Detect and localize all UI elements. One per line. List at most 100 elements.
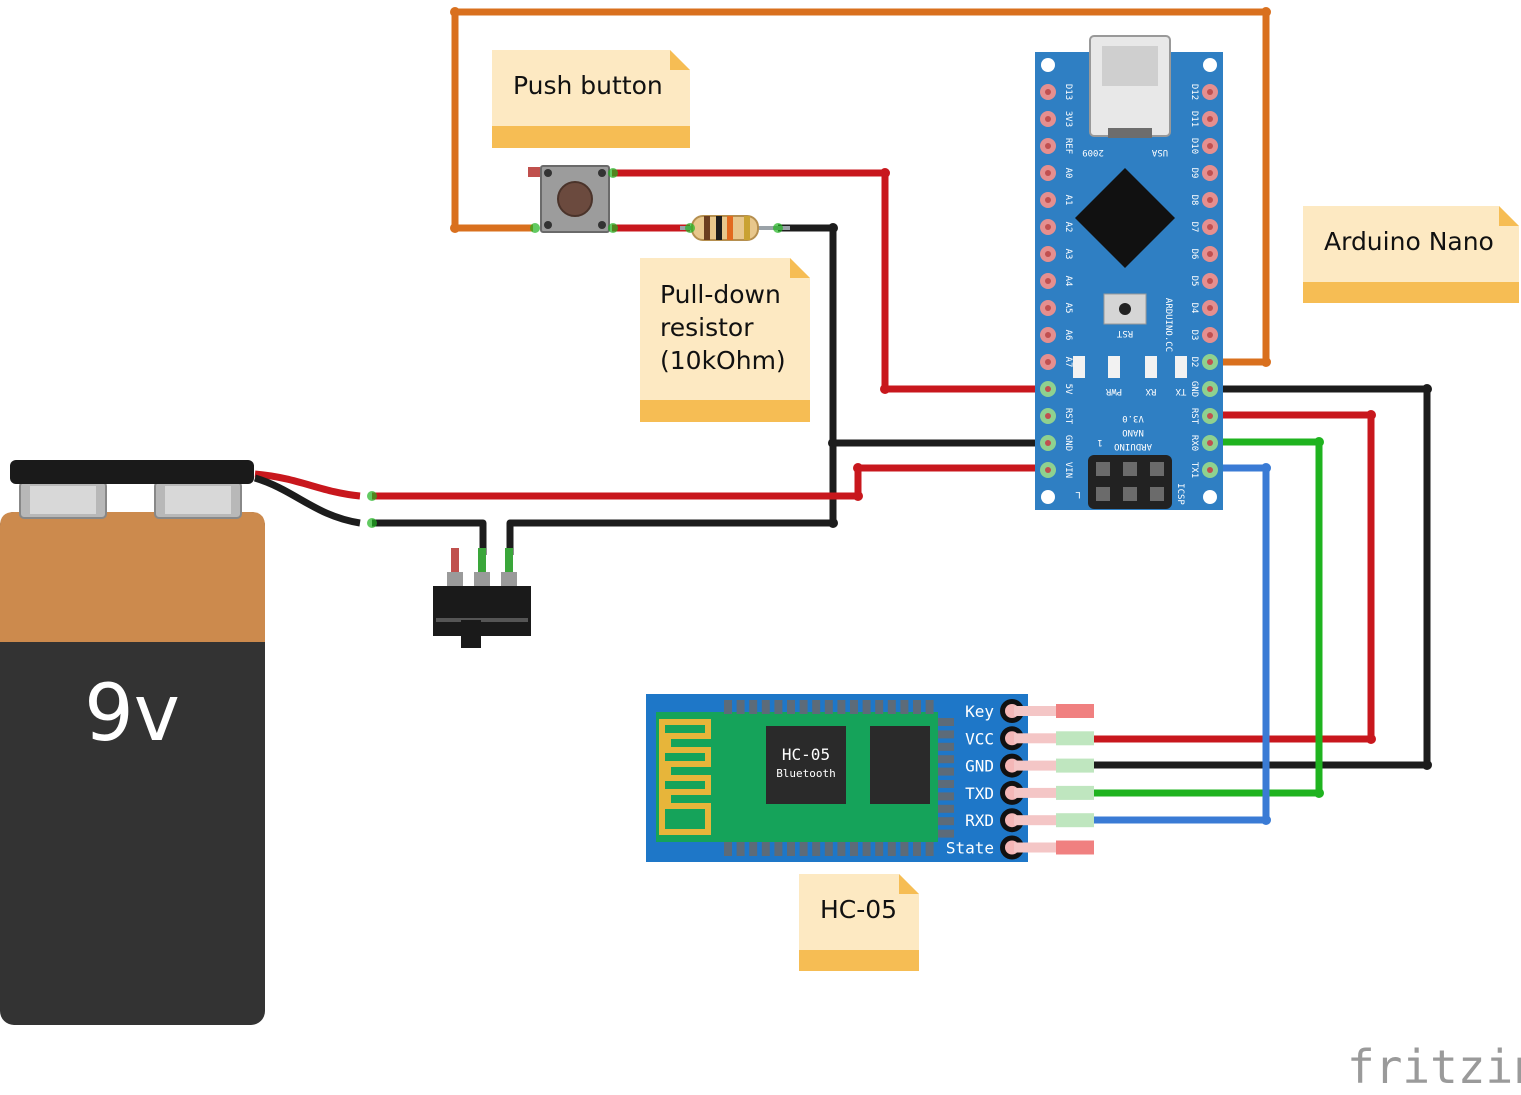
hc05-pin-tip: [1056, 813, 1094, 828]
nano-pin-label: D9: [1189, 168, 1199, 179]
hc05-pad: [938, 742, 954, 751]
nano-silkscreen: D133V3REFA0A1A2A3A4A5A6A75VRSTGNDVIND12D…: [1063, 84, 1199, 506]
joint: [1314, 788, 1324, 798]
wire-green-rx0-to-txd: [1075, 438, 1323, 797]
wire-red-button-to-5v: [612, 169, 1048, 393]
nano-pin-label: A5: [1063, 303, 1073, 314]
joint: [450, 7, 460, 17]
pull-down-resistor: [680, 215, 790, 241]
hc05-pad: [799, 842, 808, 856]
hc05-pin-tip: [1056, 758, 1094, 773]
hc05-pad: [875, 700, 884, 714]
joint: [880, 384, 890, 394]
nano-pin-label: D12: [1189, 84, 1199, 100]
note-push-button: Push button: [492, 50, 690, 148]
hc05-pad: [938, 829, 954, 838]
joint: [828, 518, 838, 528]
nano-silkscreen-text: RST: [1116, 328, 1133, 338]
nano-pin-label: 5V: [1063, 384, 1073, 395]
joint: [1261, 815, 1271, 825]
note-arduino-nano: Arduino Nano: [1303, 206, 1519, 303]
nano-pin-hole: [1045, 386, 1051, 392]
hc05-pad: [761, 842, 770, 856]
hc05-pad: [837, 700, 846, 714]
wires: [253, 8, 1431, 824]
note-label: Push button: [513, 71, 663, 100]
nano-pin-label: D13: [1063, 84, 1073, 100]
nano-pin-hole: [1207, 413, 1213, 419]
hc05-pad: [850, 842, 858, 856]
hc05-pin-tip: [1056, 704, 1094, 718]
nano-pin-hole: [1207, 278, 1213, 284]
note-pull-down-resistor: Pull-down resistor (10kOhm): [640, 258, 810, 422]
fritzing-watermark: fritzing: [1347, 1040, 1521, 1094]
nano-pin-label: D11: [1189, 111, 1199, 127]
nano-pin-hole: [1207, 332, 1213, 338]
note-label-line1: Pull-down: [660, 280, 781, 309]
nano-pin-label: A3: [1063, 249, 1073, 260]
hc05-pad: [787, 842, 795, 856]
nano-pin-hole: [1045, 251, 1051, 257]
nano-silkscreen-text: TX: [1175, 386, 1186, 396]
nano-pin-hole: [1207, 89, 1213, 95]
nano-pin-hole: [1045, 89, 1051, 95]
wire-joints-red: [853, 168, 1376, 744]
battery-lead-red: [254, 470, 361, 500]
nano-silkscreen-text: USA: [1151, 147, 1168, 157]
nano-pin-label: D6: [1189, 249, 1199, 260]
joint: [450, 223, 460, 233]
nano-pin-label: D7: [1189, 222, 1199, 233]
hc05-pad: [938, 718, 954, 726]
nano-pin-hole: [1045, 305, 1051, 311]
nano-pin-hole: [1207, 386, 1213, 392]
hc05-pad: [837, 842, 846, 856]
nano-pin-hole: [1045, 143, 1051, 149]
wire-black-battery-to-switch: [372, 519, 487, 555]
hc05-pad: [824, 842, 833, 856]
joint: [1422, 760, 1432, 770]
wire-black-nano-gnd-to-hc05: [1075, 385, 1431, 769]
joint: [1261, 7, 1271, 17]
hc05-pad: [900, 700, 909, 714]
hc05-pin-leg: [1014, 787, 1056, 798]
battery-9v: 9v: [0, 460, 377, 1025]
hc05-pad: [887, 842, 896, 856]
nano-silkscreen-text: ARDUINO.CC: [1163, 298, 1173, 352]
joint: [853, 491, 863, 501]
nano-silkscreen-text: ARDUINO: [1114, 441, 1152, 451]
nano-pin-label: RST: [1189, 408, 1199, 425]
nano-pin-label: RST: [1063, 408, 1073, 425]
nano-pin-label: D2: [1189, 357, 1199, 368]
hc05-pad: [862, 700, 871, 714]
nano-silkscreen-text: 2009: [1082, 147, 1104, 157]
nano-pin-label: D8: [1189, 195, 1199, 206]
wire-red-nano-to-hc05-vcc: [1075, 411, 1375, 743]
joint: [880, 168, 890, 178]
hc05-pin-leg: [1014, 760, 1056, 771]
hc05-pin-label: Key: [965, 702, 994, 721]
hc05-pad: [749, 700, 758, 714]
hc05-pin-tip: [1056, 785, 1094, 800]
joint: [1314, 437, 1324, 447]
battery-lead-black: [253, 474, 361, 527]
nano-pin-hole: [1207, 197, 1213, 203]
hc05-pad: [925, 842, 934, 856]
wire-joints: [828, 223, 1432, 770]
nano-pin-label: RX0: [1189, 435, 1199, 451]
hc05-pin-label: VCC: [965, 729, 994, 748]
note-label-line3: (10kOhm): [660, 346, 786, 375]
wire-red-battery-to-vin: [372, 464, 1048, 500]
nano-pin-hole: [1207, 224, 1213, 230]
arduino-nano: D133V3REFA0A1A2A3A4A5A6A75VRSTGNDVIND12D…: [1035, 35, 1223, 510]
hc05-pad: [900, 842, 909, 856]
nano-pin-label: A1: [1063, 195, 1073, 206]
nano-pin-hole: [1045, 116, 1051, 122]
wire-blue-tx1-to-rxd: [1075, 464, 1270, 824]
hc05-pin-leg: [1014, 815, 1056, 826]
note-label: Arduino Nano: [1324, 227, 1494, 256]
nano-silkscreen-text: RX: [1145, 386, 1156, 396]
joint: [1422, 384, 1432, 394]
hc05-chip-title: HC-05: [782, 745, 830, 764]
